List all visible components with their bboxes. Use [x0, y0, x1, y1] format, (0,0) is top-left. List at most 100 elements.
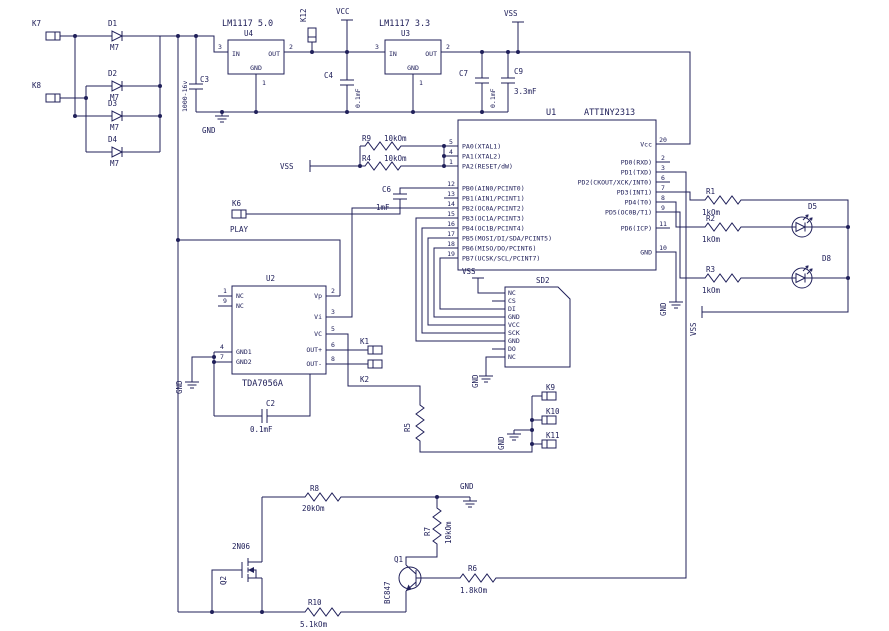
r7-value: 10kOm: [444, 521, 453, 544]
u1-pin-name: PB5(MOSI/DI/SDA/PCINT5): [462, 235, 552, 243]
gnd-label: GND: [497, 436, 506, 450]
capacitor-c3-symbol: [188, 83, 204, 90]
vss-label: VSS: [462, 267, 476, 276]
wires-sd-section: [477, 278, 492, 372]
diode-d3-symbol: [102, 110, 132, 122]
vcc-label: VCC: [336, 7, 350, 16]
u2-pin-nc1: NC: [236, 292, 244, 300]
u1-pin-number: 17: [447, 230, 455, 238]
diode-d4-value: M7: [110, 159, 119, 168]
u1-part: ATTINY2313: [584, 108, 635, 118]
u2-num-vp: 2: [331, 287, 335, 295]
u4-pin-out: OUT: [268, 50, 280, 58]
u1-pin-name: PD4(T0): [625, 199, 652, 207]
u4-num-in: 3: [218, 43, 222, 51]
wires-mcu-left: [256, 145, 492, 342]
r4-value: 10kOm: [384, 154, 407, 163]
connector-k1-label: K1: [360, 337, 369, 346]
u4-body: [227, 39, 285, 75]
u2-pin-gnd2: GND2: [236, 358, 252, 366]
u1-pin-name: Vcc: [640, 141, 652, 149]
ground-symbol: [214, 111, 230, 123]
c7-ref: C7: [459, 69, 468, 78]
diode-d1-symbol: [102, 30, 132, 42]
gnd-label: GND: [460, 482, 474, 491]
resistor-r3-symbol: [699, 273, 745, 283]
u3-body: [384, 39, 442, 75]
u4-pin-in: IN: [232, 50, 240, 58]
sd2-pin-name: SCK: [508, 329, 520, 337]
u1-pin-number: 9: [661, 204, 665, 212]
u2-num-vi: 3: [331, 308, 335, 316]
capacitor-c4-symbol: [339, 79, 355, 86]
u1-pin-name: PB1(AIN1/PCINT1): [462, 195, 525, 203]
u3-num-gnd: 1: [419, 79, 423, 87]
led-d8-label: D8: [822, 254, 832, 263]
u1-pin-name: GND: [640, 249, 652, 257]
vss-label: VSS: [280, 162, 294, 171]
resistor-r6-symbol: [454, 573, 500, 583]
sd2-pin-name: DO: [508, 345, 516, 353]
u1-pin-number: 14: [447, 200, 455, 208]
u1-pin-name: PA2(RESET/dW): [462, 163, 513, 171]
wires-power-section: [196, 20, 691, 145]
u2-num-gnd2: 7: [220, 353, 224, 361]
u1-pin-number: 18: [447, 240, 455, 248]
u1-pins: 5PA0(XTAL1)4PA1(XTAL2)1PA2(RESET/dW)12PB…: [444, 136, 670, 263]
c6-ref: C6: [382, 185, 392, 194]
connector-k2-label: K2: [360, 375, 369, 384]
sd2-pin-name: VCC: [508, 321, 520, 329]
diode-d4-ref: D4: [108, 135, 118, 144]
u2-num-outp: 6: [331, 341, 335, 349]
capacitor-c6-symbol: [392, 193, 408, 200]
u4-part: LM1117 5.0: [222, 19, 273, 29]
mosfet-q2-symbol: [241, 558, 262, 582]
c4-ref: C4: [324, 71, 334, 80]
r3-ref: R3: [706, 265, 715, 274]
u2-pin-vi: Vi: [314, 313, 322, 321]
npn-q1-symbol: [398, 564, 430, 592]
u1-ref: U1: [546, 108, 556, 118]
u2-ref: U2: [266, 274, 275, 283]
gnd-label: GND: [202, 126, 216, 135]
gnd-label: GND: [175, 380, 184, 394]
sd2-pin-name: DI: [508, 305, 516, 313]
wires-input-section: [70, 35, 228, 612]
led-d5-label: D5: [808, 202, 817, 211]
u1-pin-name: PB2(OC0A/PCINT2): [462, 205, 525, 213]
u1-pin-number: 1: [449, 158, 453, 166]
c3-ref: C3: [200, 75, 209, 84]
u1-pin-name: PB3(OC1A/PCINT3): [462, 215, 525, 223]
u1-pin-number: 2: [661, 154, 665, 162]
connector-k12-symbol: [307, 27, 317, 53]
capacitor-c7-symbol: [474, 77, 490, 84]
ground-symbol: [506, 429, 522, 441]
u1-pin-name: PB6(MISO/DO/PCINT6): [462, 245, 536, 253]
q2-ref: Q2: [219, 576, 228, 585]
c2-value: 0.1mF: [250, 425, 273, 434]
sd2-pin-name: CS: [508, 297, 516, 305]
r1-ref: R1: [706, 187, 715, 196]
u1-pin-name: PB4(OC1B/PCINT4): [462, 225, 525, 233]
sd2-body: [504, 286, 571, 368]
r10-value: 5.1kOm: [300, 620, 328, 629]
u2-body: [231, 285, 327, 375]
u2-num-outm: 8: [331, 355, 335, 363]
connector-k9-label: K9: [546, 383, 555, 392]
connector-k7-label: K7: [32, 19, 41, 28]
r3-value: 1kOm: [702, 286, 721, 295]
c9-ref: C9: [514, 67, 523, 76]
connector-k10-label: K10: [546, 407, 560, 416]
u2-num-vc: 5: [331, 325, 335, 333]
connector-k11-label: K11: [546, 431, 560, 440]
ground-symbol: [184, 377, 200, 389]
capacitor-c9-symbol: [500, 77, 516, 84]
u1-pin-name: PD3(INT1): [617, 189, 652, 197]
r8-value: 20kOm: [302, 504, 325, 513]
c7-value: 0.1mF: [489, 88, 497, 108]
u2-part: TDA7056A: [242, 379, 283, 389]
led-d8-symbol: [791, 265, 813, 289]
